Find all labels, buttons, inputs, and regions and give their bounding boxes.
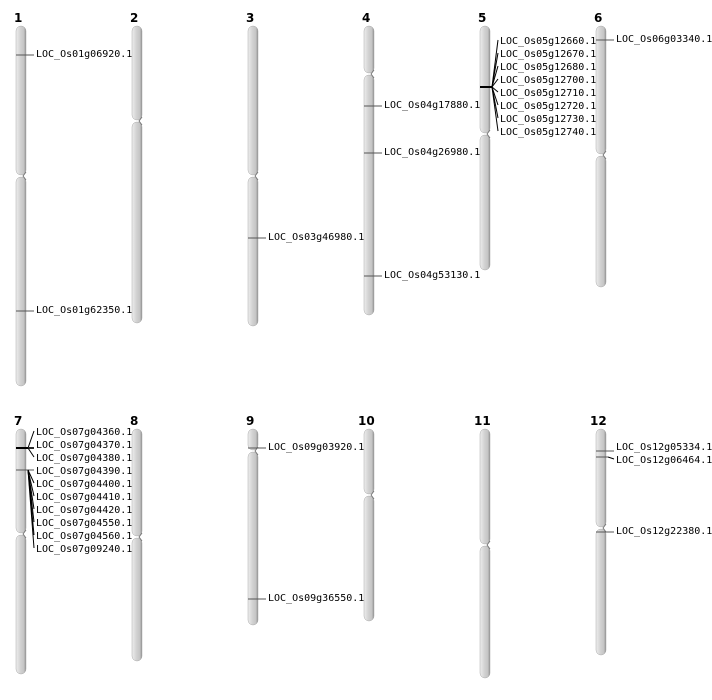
centromere (138, 116, 143, 126)
chromosome-arm-q (595, 155, 607, 288)
centromere (370, 490, 375, 500)
gene-label: LOC_Os07g04400.1 (36, 479, 132, 490)
chromosome-arm-p (479, 428, 491, 545)
gene-label: LOC_Os05g12670.1 (500, 49, 596, 60)
centromere (254, 171, 259, 181)
chromosome-arm-p (363, 25, 375, 74)
gene-label: LOC_Os05g12710.1 (500, 88, 596, 99)
gene-label: LOC_Os05g12700.1 (500, 75, 596, 86)
gene-label: LOC_Os05g12720.1 (500, 101, 596, 112)
chromosome-number: 5 (478, 11, 486, 25)
gene-label: LOC_Os03g46980.1 (268, 232, 364, 243)
chromosome-arm-p (15, 25, 27, 176)
chromosome-12: 12LOC_Os12g05334.1LOC_Os12g06464.1LOC_Os… (590, 414, 712, 656)
chromosome-2: 2 (130, 11, 143, 324)
chromosome-arm-q (595, 528, 607, 656)
chromosome-number: 2 (130, 11, 138, 25)
chromosome-number: 11 (474, 414, 491, 428)
centromere (602, 150, 607, 160)
gene-label: LOC_Os07g04550.1 (36, 518, 132, 529)
chromosome-arm-p (595, 428, 607, 528)
gene-label: LOC_Os09g36550.1 (268, 593, 364, 604)
gene-connector (491, 86, 499, 93)
chromosome-number: 8 (130, 414, 138, 428)
chromosome-number: 10 (358, 414, 375, 428)
gene-connector (491, 78, 499, 88)
chromosome-arm-q (363, 74, 375, 316)
chromosome-arm-q (363, 495, 375, 622)
gene-label: LOC_Os04g26980.1 (384, 147, 480, 158)
gene-label: LOC_Os04g53130.1 (384, 270, 480, 281)
gene-connector (491, 65, 499, 88)
gene-label: LOC_Os07g04420.1 (36, 505, 132, 516)
chromosome-arm-p (479, 25, 491, 134)
chromosome-number: 3 (246, 11, 254, 25)
chromosome-number: 9 (246, 414, 254, 428)
chromosome-10: 10 (358, 414, 375, 622)
gene-connector (491, 52, 499, 88)
chromosome-arm-q (479, 545, 491, 679)
chromosome-number: 12 (590, 414, 607, 428)
gene-label: LOC_Os07g09240.1 (36, 544, 132, 555)
gene-label: LOC_Os05g12730.1 (500, 114, 596, 125)
gene-label: LOC_Os07g04380.1 (36, 453, 132, 464)
gene-label: LOC_Os12g05334.1 (616, 442, 712, 453)
gene-label: LOC_Os07g04390.1 (36, 466, 132, 477)
gene-label: LOC_Os01g06920.1 (36, 49, 132, 60)
chromosome-arm-p (247, 25, 259, 176)
chromosome-11: 11 (474, 414, 491, 679)
gene-label: LOC_Os05g12680.1 (500, 62, 596, 73)
gene-label: LOC_Os01g62350.1 (36, 305, 132, 316)
chromosome-arm-q (15, 534, 27, 675)
gene-connector (27, 447, 35, 458)
chromosome-arm-p (131, 428, 143, 537)
chromosome-arm-p (363, 428, 375, 495)
centromere (602, 523, 607, 533)
centromere (22, 529, 27, 539)
gene-label: LOC_Os04g17880.1 (384, 100, 480, 111)
chromosome-7: 7LOC_Os07g04360.1LOC_Os07g04370.1LOC_Os0… (14, 414, 132, 675)
chromosome-8: 8 (130, 414, 143, 662)
gene-label: LOC_Os06g03340.1 (616, 34, 712, 45)
centromere (22, 171, 27, 181)
gene-label: LOC_Os07g04360.1 (36, 427, 132, 438)
gene-connector (27, 430, 35, 449)
gene-connector (491, 86, 499, 132)
chromosome-arm-q (247, 451, 259, 626)
gene-label: LOC_Os07g04410.1 (36, 492, 132, 503)
gene-label: LOC_Os12g06464.1 (616, 455, 712, 466)
centromere (138, 532, 143, 542)
gene-label: LOC_Os05g12660.1 (500, 36, 596, 47)
chromosome-4: 4LOC_Os04g17880.1LOC_Os04g26980.1LOC_Os0… (362, 11, 480, 316)
chromosome-arm-q (15, 176, 27, 387)
gene-label: LOC_Os09g03920.1 (268, 442, 364, 453)
gene-connector (607, 456, 615, 460)
chromosome-number: 6 (594, 11, 602, 25)
chromosome-arm-q (131, 121, 143, 324)
chromosome-arm-p (595, 25, 607, 155)
gene-connector (27, 469, 35, 549)
chromosome-arm-p (247, 428, 259, 451)
chromosome-number: 7 (14, 414, 22, 428)
chromosome-number: 1 (14, 11, 22, 25)
chromosome-arm-q (131, 537, 143, 662)
centromere (370, 69, 375, 79)
chromosome-arm-q (479, 134, 491, 271)
chromosome-5: 5LOC_Os05g12660.1LOC_Os05g12670.1LOC_Os0… (478, 11, 596, 271)
chromosome-arm-p (15, 428, 27, 534)
gene-label: LOC_Os07g04370.1 (36, 440, 132, 451)
centromere (486, 540, 491, 550)
chromosome-arm-p (131, 25, 143, 121)
gene-label: LOC_Os05g12740.1 (500, 127, 596, 138)
chromosome-number: 4 (362, 11, 370, 25)
gene-label: LOC_Os07g04560.1 (36, 531, 132, 542)
centromere (486, 129, 491, 139)
chromosome-arm-q (247, 176, 259, 327)
gene-label: LOC_Os12g22380.1 (616, 526, 712, 537)
